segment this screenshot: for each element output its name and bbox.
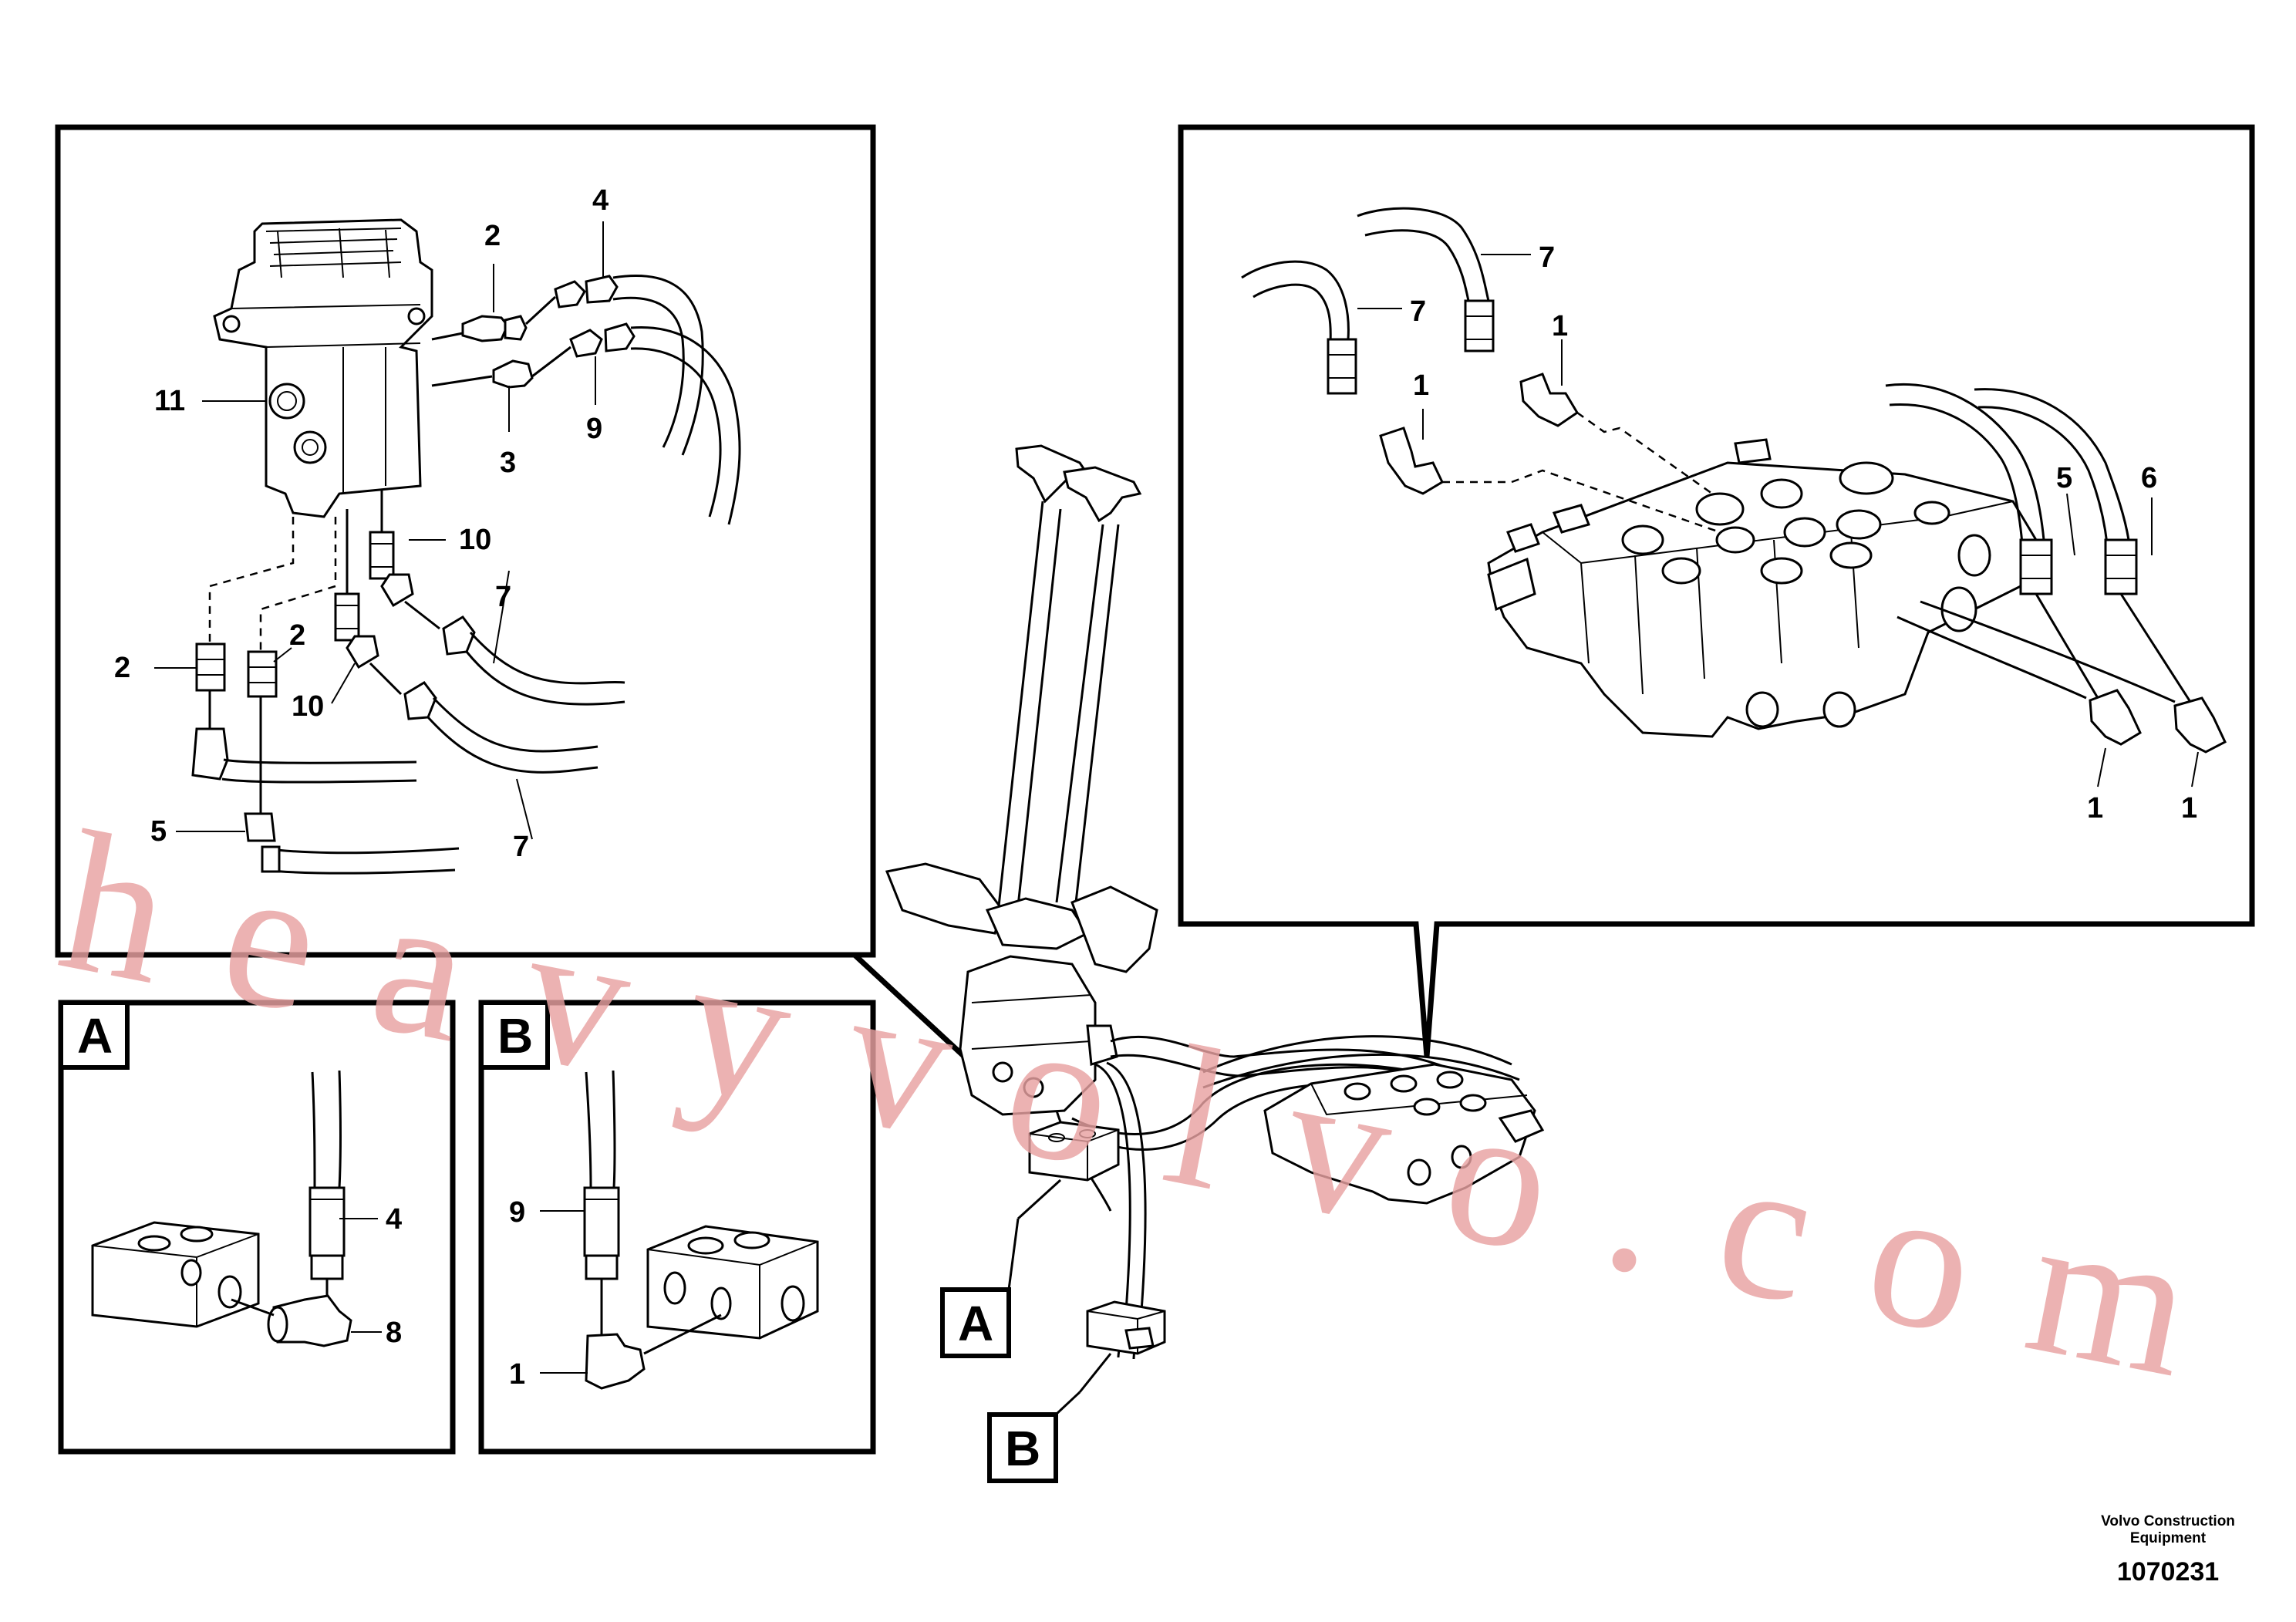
pedal-assembly (885, 862, 1158, 1116)
callout: 2 (114, 652, 130, 684)
callout: 5 (2056, 462, 2072, 494)
detail-frame-a (58, 1000, 456, 1455)
callout: 5 (150, 815, 167, 848)
callout: 2 (289, 619, 305, 652)
detail-a-hose-4 (308, 1070, 346, 1303)
dashed-guides-top-left (208, 490, 383, 814)
detail-b-tag: B (497, 1008, 533, 1064)
document-number: 1070231 (2116, 1557, 2220, 1587)
tag-a: A (958, 1296, 993, 1351)
detail-b-block (646, 1225, 819, 1340)
detail-frame-top-left (55, 124, 983, 1074)
detail-b-hose-9 (583, 1070, 620, 1334)
callout: 8 (386, 1317, 402, 1349)
detail-a-fitting-8 (231, 1294, 352, 1347)
main-block-b (1078, 1300, 1166, 1393)
hose-7-lower (369, 662, 598, 774)
main-tags: A B (940, 1218, 1081, 1483)
fittings-1-top-right (1379, 373, 1721, 534)
callout: 2 (484, 220, 501, 252)
credit-block: Volvo Construction Equipment 1070231 (2068, 1513, 2268, 1587)
callout: 4 (386, 1203, 402, 1236)
hose-7-upper (404, 600, 625, 706)
callout: 3 (500, 447, 516, 479)
control-valve-block (1487, 438, 2038, 738)
callouts-top-right: 7 7 1 1 5 6 1 1 (1410, 241, 2197, 824)
fitting-10-upper (369, 531, 414, 608)
detail-frame-b (478, 1000, 876, 1455)
callout: 1 (2181, 792, 2197, 824)
detail-a-block (91, 1221, 260, 1328)
hoses-7-top-right (1241, 207, 1495, 395)
callout: 1 (1413, 369, 1429, 402)
leaders-detail-b (540, 1210, 588, 1374)
callout: 9 (509, 1196, 525, 1229)
callout: 1 (509, 1358, 525, 1391)
detail-b-fitting-1 (585, 1313, 722, 1390)
tag-b: B (1005, 1421, 1040, 1476)
hose-9 (531, 322, 741, 525)
fitting-2-top (431, 315, 528, 342)
callout: 1 (2087, 792, 2103, 824)
leaders-top-left (154, 221, 604, 840)
fittings-2-lower (195, 642, 278, 698)
callout: 1 (1552, 310, 1568, 342)
hose-5-elbows (191, 727, 460, 875)
control-levers (997, 444, 1142, 907)
callout: 7 (513, 831, 529, 863)
leaders-top-right (1357, 254, 2199, 787)
callout: 10 (459, 524, 491, 556)
pilot-valve (213, 218, 433, 518)
main-block-a (1017, 1121, 1120, 1220)
callout: 11 (154, 385, 185, 417)
callout: 7 (1410, 295, 1426, 328)
callout: 7 (495, 581, 511, 613)
callout: 10 (292, 690, 324, 723)
callouts-top-left: 2 4 11 3 9 10 7 2 2 10 5 7 (114, 184, 609, 863)
callout: 9 (586, 413, 602, 445)
callout: 6 (2141, 462, 2157, 494)
callout: 7 (1539, 241, 1555, 274)
hoses-5-6-top-right (1885, 383, 2227, 754)
detail-a-tag: A (77, 1008, 113, 1064)
leaders-detail-a (339, 1218, 382, 1333)
main-control-valve (1263, 1063, 1545, 1205)
fitting-3 (431, 359, 534, 389)
hose-4 (524, 275, 704, 456)
detail-frame-top-right (1178, 124, 2255, 1057)
callout: 4 (592, 184, 609, 217)
company-name: Volvo Construction Equipment (2101, 1513, 2235, 1546)
fitting-10-lower (334, 592, 379, 669)
